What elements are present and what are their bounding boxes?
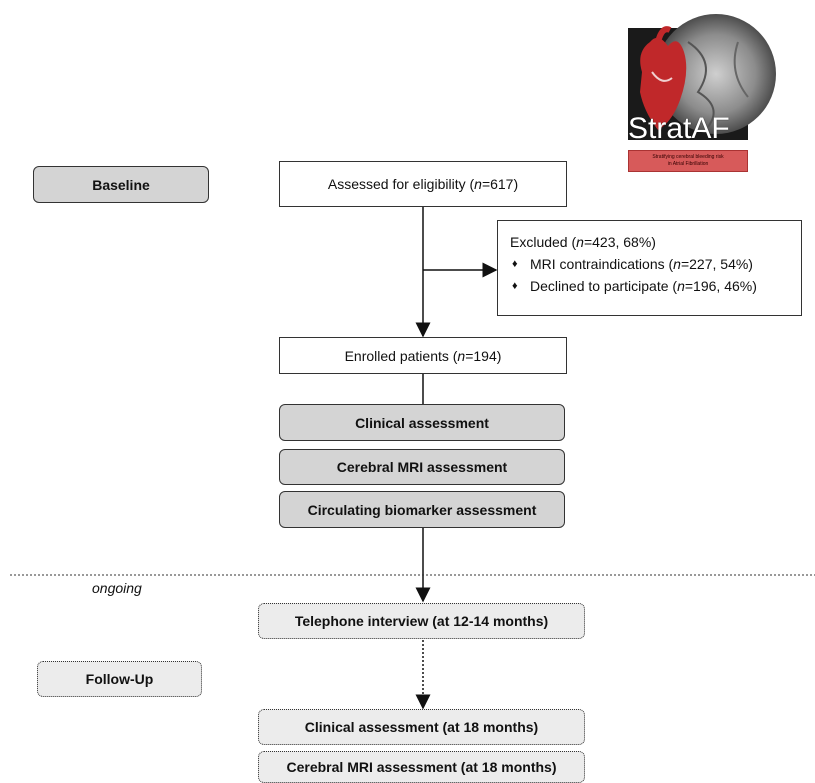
followup-step-mri: Cerebral MRI assessment (at 18 months) — [258, 751, 585, 783]
excluded-reason-mri: MRI contraindications (n=227, 54%) — [510, 253, 789, 275]
strataf-logo: StratAF Stratifying cerebral bleeding ri… — [628, 12, 776, 174]
followup-step-telephone: Telephone interview (at 12-14 months) — [258, 603, 585, 639]
excluded-title: Excluded (n=423, 68%) — [510, 234, 656, 250]
followup-phase-label: Follow-Up — [37, 661, 202, 697]
enrolled-box: Enrolled patients (n=194) — [279, 337, 567, 374]
baseline-step-mri: Cerebral MRI assessment — [279, 449, 565, 485]
baseline-step-clinical: Clinical assessment — [279, 404, 565, 441]
ongoing-note: ongoing — [92, 580, 142, 596]
logo-graphic — [628, 14, 776, 140]
eligibility-box: Assessed for eligibility (n=617) — [279, 161, 567, 207]
baseline-phase-label: Baseline — [33, 166, 209, 203]
followup-step-clinical: Clinical assessment (at 18 months) — [258, 709, 585, 745]
excluded-reason-declined: Declined to participate (n=196, 46%) — [510, 275, 789, 297]
baseline-step-biomarker: Circulating biomarker assessment — [279, 491, 565, 528]
excluded-box: Excluded (n=423, 68%) MRI contraindicati… — [497, 220, 802, 316]
logo-caption: Stratifying cerebral bleeding risk in At… — [628, 150, 748, 172]
logo-wordmark: StratAF — [628, 112, 730, 145]
